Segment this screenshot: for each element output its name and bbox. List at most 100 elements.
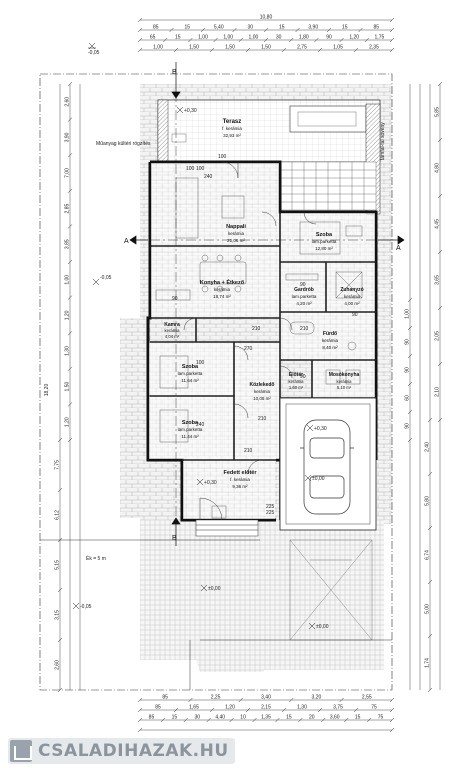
dimension-tick [67,366,73,371]
room-label-fedett-eloter: Fedett előtér f. kerámia 9,36 m² [223,470,257,489]
dimension-tick [238,37,243,43]
svg-text:lam.parketta: lam.parketta [178,427,203,432]
svg-text:+0,30: +0,30 [184,108,197,114]
dimension-tick [427,525,433,531]
dimension-tick [57,487,63,493]
svg-text:kerámia: kerámia [254,389,271,394]
dimension-tick [427,633,433,639]
dimension-value: 3,60 [330,715,340,721]
dimension-value: 2,60 [65,97,71,107]
svg-text:+0,30: +0,30 [204,480,217,486]
svg-text:+0,30: +0,30 [314,426,327,432]
room-label-szoba-middle: Szoba lam.parketta 11,64 m² [178,364,203,383]
dimension-tick [209,707,215,713]
dimension-value: 3,90 [65,132,71,142]
dimension-tick [57,437,63,443]
dimension-tick [57,587,63,593]
level-marker: +0,30 [196,478,217,486]
door-width-value: 240 [196,422,205,428]
dimension-value: 3,15 [55,610,61,620]
dimension-tick [437,361,443,367]
dimension-value: 10 [240,715,246,721]
dimension-value: 1,00 [153,45,163,51]
dimension-value: 90 [326,35,332,41]
scale-note: Ék = 5 m [86,555,106,562]
svg-text:kerámia: kerámia [228,231,245,236]
dimension-tick [57,537,63,543]
dimension-tick [275,717,280,723]
svg-text:8,40 m²: 8,40 m² [322,345,338,350]
dimension-value: 7,00 [65,168,71,178]
dimension-tick [188,37,193,43]
dimension-tick [389,27,395,33]
room-label-zuhanyzo: Zuhanyzó kerámia 4,00 m² [340,287,363,306]
svg-text:kerámia: kerámia [214,287,231,292]
level-marker: -0,05 [92,275,112,286]
dimension-tick [67,259,73,265]
dimension-tick [245,707,251,713]
door-width-value: 240 [204,174,213,180]
dimension-tick [427,687,433,693]
dimension-tick [437,137,443,143]
dimension-tick [173,707,179,713]
dimension-ticks [57,17,443,733]
svg-text:-0,05: -0,05 [88,50,100,56]
house-logo-icon [10,740,32,762]
furniture [155,177,363,519]
dimension-tick [427,579,433,585]
dimension-tick [298,717,303,723]
dimension-value: 1,74 [425,658,431,668]
dimension-value: 1,00 [198,35,208,41]
svg-text:4,20 m²: 4,20 m² [296,301,312,306]
room-label-szoba-north: Szoba lam.parketta 12,80 m² [312,232,337,251]
dimension-value: 18,20 [44,384,50,397]
dimension-tick [67,331,73,336]
dimension-value: 1,30 [65,346,71,356]
dimension-tick [206,717,211,723]
svg-text:-0,05: -0,05 [100,275,112,281]
svg-text:18,74 m²: 18,74 m² [213,294,231,299]
door-width-value: 225 [266,510,275,516]
svg-text:Mosókonyha: Mosókonyha [329,372,360,378]
room-label-terasz: Terasz f. kerámia 32,93 m² [222,119,242,138]
dimension-tick [67,153,73,158]
dimension-tick [67,295,73,300]
level-marker: +0,30 [176,106,197,114]
door-width-value: 270 [244,346,253,352]
level-marker: ±0,00 [200,584,221,592]
dimension-value: 6,12 [55,510,61,520]
door-width-value: 100 [186,166,195,172]
dimension-value: 90 [405,339,411,345]
dimension-tick [137,37,143,43]
dimension-tick [57,637,63,643]
dimension-tick [437,417,443,423]
dimension-value: 85 [373,25,379,31]
dimension-value: 3,85 [65,239,71,249]
dimension-value: 6,74 [425,550,431,560]
dimension-tick [188,697,193,703]
dimension-tick [137,47,143,53]
dimension-value: 1,50 [189,45,199,51]
dimension-value: 2,10 [435,387,441,397]
dimension-tick [321,717,326,723]
dimension-tick [67,402,73,407]
dimension-tick [232,27,237,33]
dimension-tick [173,47,179,53]
dimension-value: 1,75 [375,35,385,41]
dimension-tick [326,27,332,33]
dimension-value: 3,20 [312,695,322,701]
level-marker: -0,05 [72,602,92,610]
dimension-value: 5,40 [214,25,224,31]
door-width-value: 210 [258,416,267,422]
dimension-tick [245,47,251,53]
svg-text:lam.parketta: lam.parketta [292,294,317,299]
svg-text:kerámia: kerámia [165,328,181,333]
svg-text:9,36 m²: 9,36 m² [232,484,248,489]
svg-text:32,93 m²: 32,93 m² [223,133,241,138]
svg-text:-0,05: -0,05 [80,604,92,610]
dimension-value: 1,20 [349,35,359,41]
dimension-value: 30 [194,715,200,721]
door-width-value: 225 [266,504,275,510]
dimension-value: 1,50 [65,382,71,392]
